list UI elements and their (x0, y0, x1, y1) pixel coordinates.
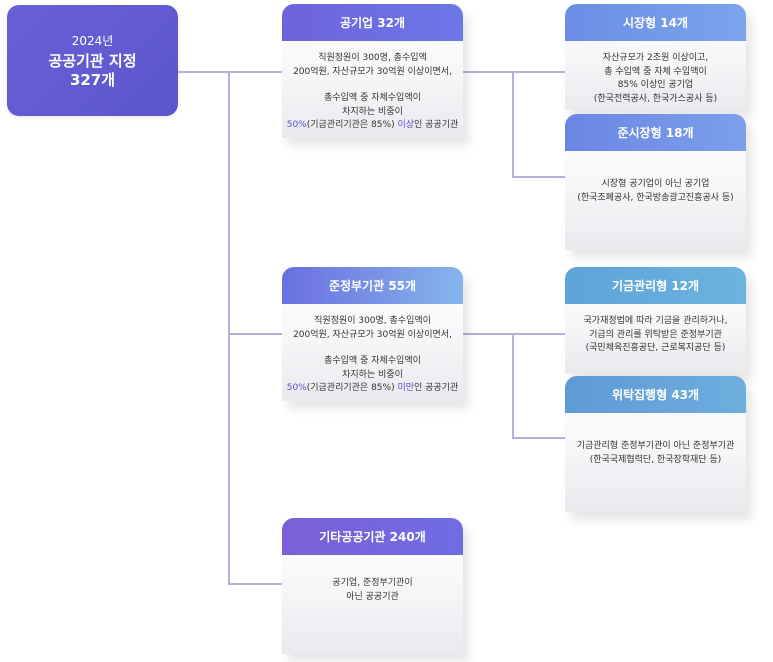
card-quasi-government-title: 준정부기관 55개 (282, 267, 463, 304)
criteria-line: 200억원, 자산규모가 30억원 이상이면서, (293, 329, 452, 340)
ratio-note: (기금관리기관은 85%) (306, 383, 398, 393)
root-title: 공공기관 지정 (48, 51, 137, 70)
connector-public-to-market (463, 71, 565, 73)
criteria-line: 국가재정법에 따라 기금을 관리하거나, (583, 316, 728, 326)
root-node-public-institutions: 2024년 공공기관 지정 327개 (7, 5, 178, 116)
criteria-line: 아닌 공공기관 (346, 591, 399, 602)
criteria-line: 차지하는 비중이 (342, 106, 403, 117)
criteria-line: 총 수입액 중 자체 수입액이 (604, 66, 707, 77)
criteria-ratio-line: 50%(기금관리기관은 85%) 미만인 공공기관 (282, 382, 463, 396)
card-fund-management-type-title: 기금관리형 12개 (565, 267, 746, 304)
connector-quasi-to-fund (463, 333, 565, 335)
connector-to-other (228, 583, 282, 585)
examples-line: (한국국제협력단, 한국장학재단 등) (589, 454, 722, 465)
card-fund-management-type: 기금관리형 12개 국가재정법에 따라 기금을 관리하거나, 기금의 관리를 위… (565, 267, 746, 373)
connector-to-commissioned (512, 437, 565, 439)
ratio-highlight: 50% (286, 120, 307, 130)
card-quasi-government-body: 직원정원이 300명, 총수입액이 200억원, 자산규모가 30억원 이상이면… (282, 304, 463, 396)
root-year: 2024년 (71, 33, 114, 48)
examples-line: (한국전력공사, 한국가스공사 등) (593, 93, 718, 104)
criteria-ratio-line: 50%(기금관리기관은 85%) 이상인 공공기관 (282, 119, 463, 133)
criteria-line: 차지하는 비중이 (342, 369, 403, 380)
ratio-note: (기금관리기관은 85%) (306, 120, 398, 130)
card-quasi-market-type-body: 시장형 공기업이 아닌 공기업 (한국조폐공사, 한국방송광고진흥공사 등) (565, 151, 746, 205)
criteria-line: 85% 이상인 공기업 (617, 80, 694, 90)
card-market-type-title: 시장형 14개 (565, 4, 746, 41)
card-public-enterprise-body: 직원정원이 300명, 총수입액 200억원, 자산규모가 30억원 이상이면서… (282, 41, 463, 133)
criteria-line: 총수입액 중 자체수입액이 (324, 356, 421, 366)
criteria-line: 200억원, 자산규모가 30억원 이상이면서, (293, 66, 452, 77)
root-count: 327개 (69, 70, 116, 89)
card-quasi-government: 준정부기관 55개 직원정원이 300명, 총수입액이 200억원, 자산규모가… (282, 267, 463, 401)
criteria-line: 직원정원이 300명, 총수입액이 (314, 316, 431, 326)
ratio-threshold-highlight: 미만 (397, 383, 415, 393)
criteria-line: 기금의 관리를 위탁받은 준정부기관 (589, 329, 722, 340)
spacer (282, 79, 463, 92)
card-other-public-institutions-title: 기타공공기관 240개 (282, 518, 463, 555)
card-other-public-institutions-body: 공기업, 준정부기관이 아닌 공공기관 (282, 555, 463, 604)
criteria-line: 직원정원이 300명, 총수입액 (318, 53, 427, 63)
connector-to-quasi-market (512, 176, 565, 178)
card-quasi-market-type: 준시장형 18개 시장형 공기업이 아닌 공기업 (한국조폐공사, 한국방송광고… (565, 114, 746, 250)
connector-public-branch-vertical (512, 71, 514, 178)
connector-quasi-branch-vertical (512, 333, 514, 439)
card-commissioned-execution-type-title: 위탁집행형 43개 (565, 376, 746, 413)
criteria-line: 공기업, 준정부기관이 (332, 578, 413, 588)
criteria-line: 총수입액 중 자체수입액이 (324, 93, 421, 103)
card-commissioned-execution-type-body: 기금관리형 준정부기관이 아닌 준정부기관 (한국국제협력단, 한국장학재단 등… (565, 413, 746, 467)
card-market-type: 시장형 14개 자산규모가 2조원 이상이고, 총 수입액 중 자체 수입액이 … (565, 4, 746, 110)
ratio-highlight: 50% (286, 383, 307, 393)
card-public-enterprise-title: 공기업 32개 (282, 4, 463, 41)
examples-line: (국민체육진흥공단, 근로복지공단 등) (585, 343, 726, 353)
ratio-tail: 인 공공기관 (414, 120, 459, 130)
spacer (282, 342, 463, 355)
ratio-tail: 인 공공기관 (414, 383, 459, 393)
criteria-line: 기금관리형 준정부기관이 아닌 준정부기관 (576, 441, 735, 451)
examples-line: (한국조폐공사, 한국방송광고진흥공사 등) (577, 192, 734, 203)
connector-trunk-vertical (228, 71, 230, 584)
ratio-threshold-highlight: 이상 (397, 120, 415, 130)
connector-to-quasi-government (228, 333, 282, 335)
card-commissioned-execution-type: 위탁집행형 43개 기금관리형 준정부기관이 아닌 준정부기관 (한국국제협력단… (565, 376, 746, 512)
connector-root-horizontal (178, 71, 282, 73)
card-other-public-institutions: 기타공공기관 240개 공기업, 준정부기관이 아닌 공공기관 (282, 518, 463, 654)
card-quasi-market-type-title: 준시장형 18개 (565, 114, 746, 151)
criteria-line: 시장형 공기업이 아닌 공기업 (601, 179, 710, 189)
card-fund-management-type-body: 국가재정법에 따라 기금을 관리하거나, 기금의 관리를 위탁받은 준정부기관 … (565, 304, 746, 356)
card-public-enterprise: 공기업 32개 직원정원이 300명, 총수입액 200억원, 자산규모가 30… (282, 4, 463, 138)
criteria-line: 자산규모가 2조원 이상이고, (602, 53, 709, 63)
card-market-type-body: 자산규모가 2조원 이상이고, 총 수입액 중 자체 수입액이 85% 이상인 … (565, 41, 746, 106)
